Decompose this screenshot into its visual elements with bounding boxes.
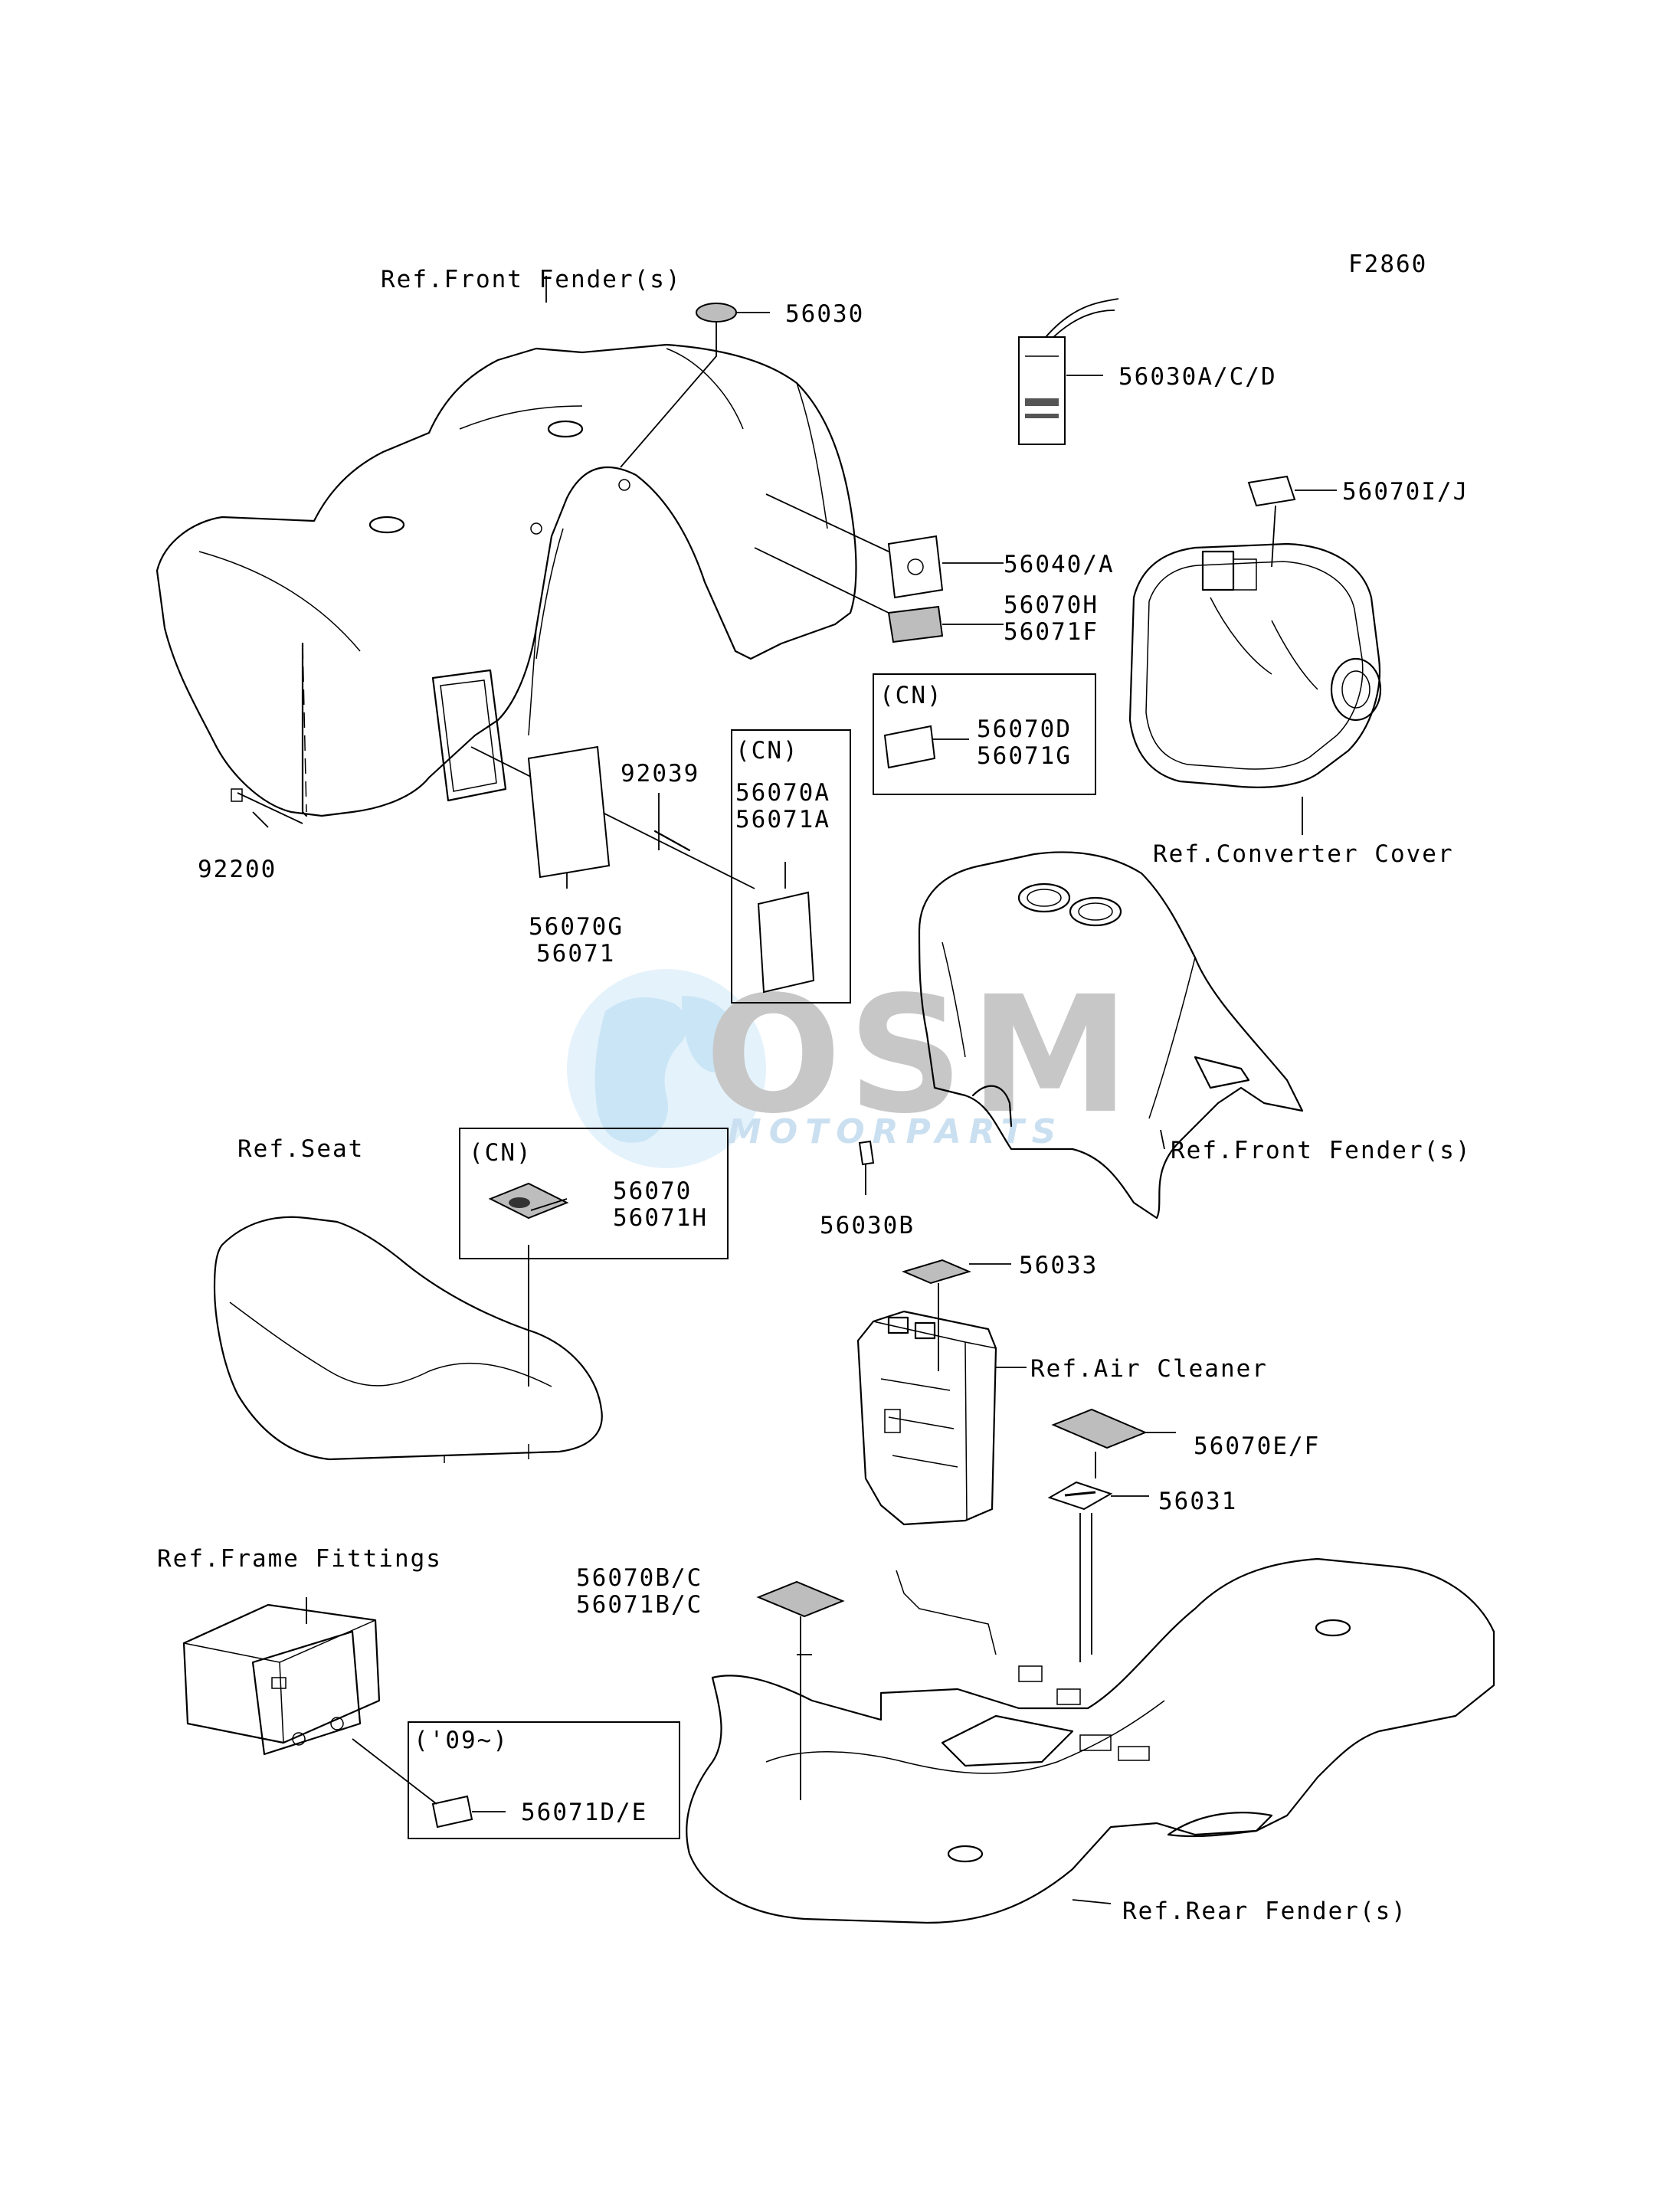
label-56070h: 56070H [1004, 591, 1099, 619]
screw-92039 [653, 830, 691, 852]
decal-56030 [696, 303, 737, 323]
decal-56070-56071h [488, 1182, 569, 1220]
seat-part [213, 1216, 603, 1463]
label-ref-front-fender-mid: Ref.Front Fender(s) [1171, 1137, 1472, 1164]
label-56071g: 56071G [977, 742, 1072, 770]
label-56070ef: 56070E/F [1194, 1432, 1320, 1460]
decal-56070a-56071a [757, 891, 815, 994]
label-ref-frame-fittings: Ref.Frame Fittings [157, 1545, 442, 1573]
cn-box-56070 [459, 1128, 729, 1259]
label-56031: 56031 [1158, 1488, 1237, 1515]
decal-56031 [1047, 1481, 1113, 1511]
decal-56070ef [1051, 1408, 1148, 1449]
label-56033: 56033 [1019, 1252, 1098, 1279]
labels: F2860 Ref.Front Fender(s) 56030 56030A/C… [157, 250, 1472, 1925]
label-56030acd: 56030A/C/D [1118, 363, 1277, 391]
label-56071de: 56071D/E [521, 1799, 647, 1826]
label-56070bc: 56070B/C [576, 1564, 702, 1592]
label-56030b: 56030B [820, 1212, 915, 1239]
label-56070a: 56070A [735, 779, 830, 807]
label-year-09: ('09~) [414, 1727, 509, 1754]
decal-56070bc-56071bc [756, 1580, 845, 1618]
converter-cover-part [1128, 475, 1382, 788]
label-56071bc: 56071B/C [576, 1591, 702, 1619]
cn-box-56070d [873, 673, 1096, 795]
decal-56070d-56071g [883, 725, 936, 769]
label-ref-seat: Ref.Seat [237, 1135, 364, 1163]
bolt-92200 [231, 788, 243, 802]
label-56070g: 56070G [529, 913, 624, 941]
label-92200: 92200 [198, 856, 277, 883]
label-56071: 56071 [536, 940, 615, 968]
label-cn-1: (CN) [879, 682, 943, 709]
watermark-subtitle: MOTORPARTS [728, 1112, 1063, 1151]
front-fender-inner-part [858, 851, 1304, 1220]
label-ref-front-fender-top: Ref.Front Fender(s) [381, 266, 682, 293]
label-56070d: 56070D [977, 715, 1072, 743]
tag-56030acd [1018, 298, 1119, 445]
label-56071f: 56071F [1004, 618, 1099, 646]
frame-fittings-part [182, 1603, 381, 1756]
watermark: OSM MOTORPARTS [567, 961, 1136, 1168]
figure-code: F2860 [1348, 250, 1427, 278]
label-cn-3: (CN) [469, 1139, 532, 1167]
decal-56071de [431, 1795, 473, 1829]
air-cleaner-part [856, 1310, 997, 1526]
year-box-56071de [408, 1721, 680, 1839]
leader-lines [237, 276, 1337, 1904]
label-56070ij: 56070I/J [1342, 478, 1469, 506]
label-56070: 56070 [613, 1177, 692, 1205]
decal-56070g-56071 [527, 745, 611, 879]
label-56030: 56030 [785, 300, 864, 328]
watermark-brand: OSM [705, 961, 1136, 1149]
decal-56040a [887, 535, 944, 599]
label-ref-converter-cover: Ref.Converter Cover [1153, 840, 1454, 868]
decal-56070h-56071f [887, 605, 944, 643]
front-fender-part [156, 343, 857, 817]
label-56071a: 56071A [735, 806, 830, 833]
label-56071h: 56071H [613, 1204, 708, 1232]
decal-56033 [902, 1259, 971, 1285]
label-cn-2: (CN) [735, 737, 799, 765]
label-ref-air-cleaner: Ref.Air Cleaner [1030, 1355, 1268, 1383]
cn-box-56070a [731, 729, 851, 1004]
label-92039: 92039 [621, 760, 699, 787]
rear-fender-part [686, 1557, 1495, 1924]
label-ref-rear-fender: Ref.Rear Fender(s) [1122, 1897, 1407, 1925]
label-56040a: 56040/A [1004, 551, 1115, 578]
